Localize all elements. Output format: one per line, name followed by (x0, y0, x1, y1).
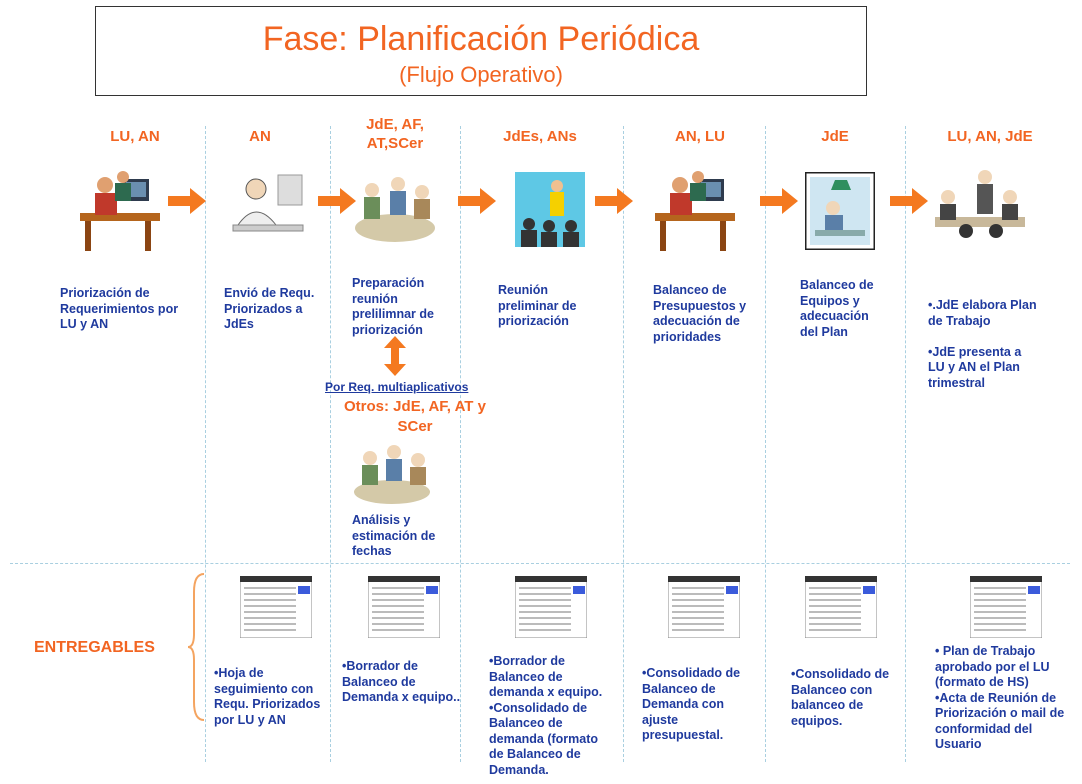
step-description: Preparación reunión prelilimnar de prior… (352, 276, 434, 337)
person-at-desk-illustration (655, 171, 735, 251)
team-meeting-illustration (355, 177, 435, 242)
spreadsheet-thumbnail (240, 576, 312, 638)
step-description: Balanceo de Presupuestos y adecuación de… (653, 283, 747, 344)
person-writing-illustration (232, 174, 304, 232)
presentation-illustration (515, 172, 585, 247)
brace-icon (188, 573, 205, 721)
role-label: LU, AN, JdE (947, 128, 1033, 145)
role-label: JdE, AF, AT,SCer (366, 116, 424, 152)
column-separator (765, 126, 766, 762)
board-meeting-illustration (935, 170, 1025, 238)
person-at-desk-illustration (80, 171, 160, 251)
step-description: Balanceo de Equipos y adecuación del Pla… (800, 278, 874, 339)
spreadsheet-thumbnail (970, 576, 1042, 638)
spreadsheet-thumbnail (668, 576, 740, 638)
title-box: Fase: Planificación Periódica (Flujo Ope… (95, 6, 867, 96)
flow-arrow-icon (168, 188, 206, 214)
spreadsheet-thumbnail (515, 576, 587, 638)
team-meeting-illustration (354, 445, 430, 504)
spreadsheet-thumbnail (805, 576, 877, 638)
multiapp-label: Por Req. multiaplicativos (325, 380, 469, 394)
page-subtitle: (Flujo Operativo) (399, 62, 563, 87)
flow-arrow-icon (318, 188, 356, 214)
page-title: Fase: Planificación Periódica (262, 20, 700, 58)
role-label: AN, LU (675, 128, 725, 145)
role-label: JdEs, ANs (503, 128, 577, 145)
flow-arrow-icon (595, 188, 633, 214)
spreadsheet-thumbnail (368, 576, 440, 638)
analysis-label: Análisis y estimación de fechas (352, 513, 436, 558)
flow-arrow-icon (458, 188, 496, 214)
deliverable-description: •Borrador de Balanceo de demanda x equip… (489, 654, 603, 777)
step-description: Reunión preliminar de priorización (498, 283, 577, 328)
row-separator (10, 563, 1070, 564)
deliverable-description: •Borrador de Balanceo de Demanda x equip… (342, 659, 461, 704)
column-separator (623, 126, 624, 762)
deliverable-description: •Consolidado de Balanceo con balanceo de… (791, 667, 890, 728)
planning-illustration (805, 172, 875, 250)
deliverables-label: ENTREGABLES (34, 639, 155, 656)
role-label: JdE (821, 128, 849, 145)
column-separator (905, 126, 906, 762)
flow-arrow-icon (890, 188, 928, 214)
column-separator (460, 126, 461, 762)
flow-arrow-icon (760, 188, 798, 214)
step-description: Envió de Requ. Priorizados a JdEs (224, 286, 315, 331)
column-separator (330, 126, 331, 762)
others-roles-label: Otros: JdE, AF, AT y SCer (344, 398, 486, 435)
role-label: AN (249, 128, 271, 145)
deliverable-description: •Hoja de seguimiento con Requ. Priorizad… (214, 666, 321, 727)
step-description: Priorización de Requerimientos por LU y … (60, 286, 179, 331)
step-description: •.JdE elabora Plan de Trabajo •JdE prese… (928, 298, 1037, 390)
deliverable-description: •Consolidado de Balanceo de Demanda con … (642, 666, 741, 742)
role-label: LU, AN (110, 128, 160, 145)
deliverable-description: • Plan de Trabajo aprobado por el LU (fo… (935, 644, 1065, 751)
column-separator (205, 126, 206, 762)
double-arrow-icon (384, 336, 406, 376)
